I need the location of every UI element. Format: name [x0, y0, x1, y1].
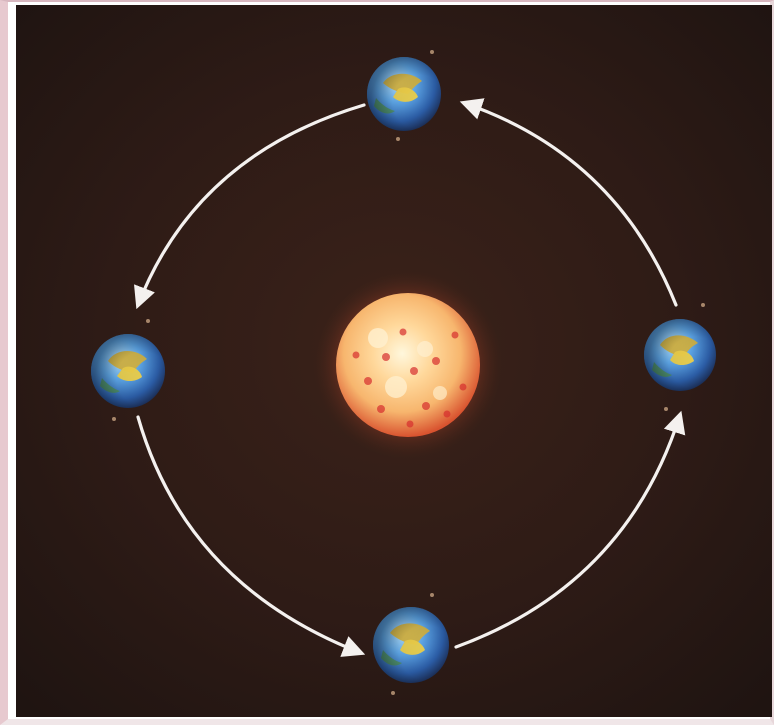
sun-core [336, 293, 480, 437]
sun [314, 271, 502, 459]
orbit-illustration [16, 5, 772, 717]
